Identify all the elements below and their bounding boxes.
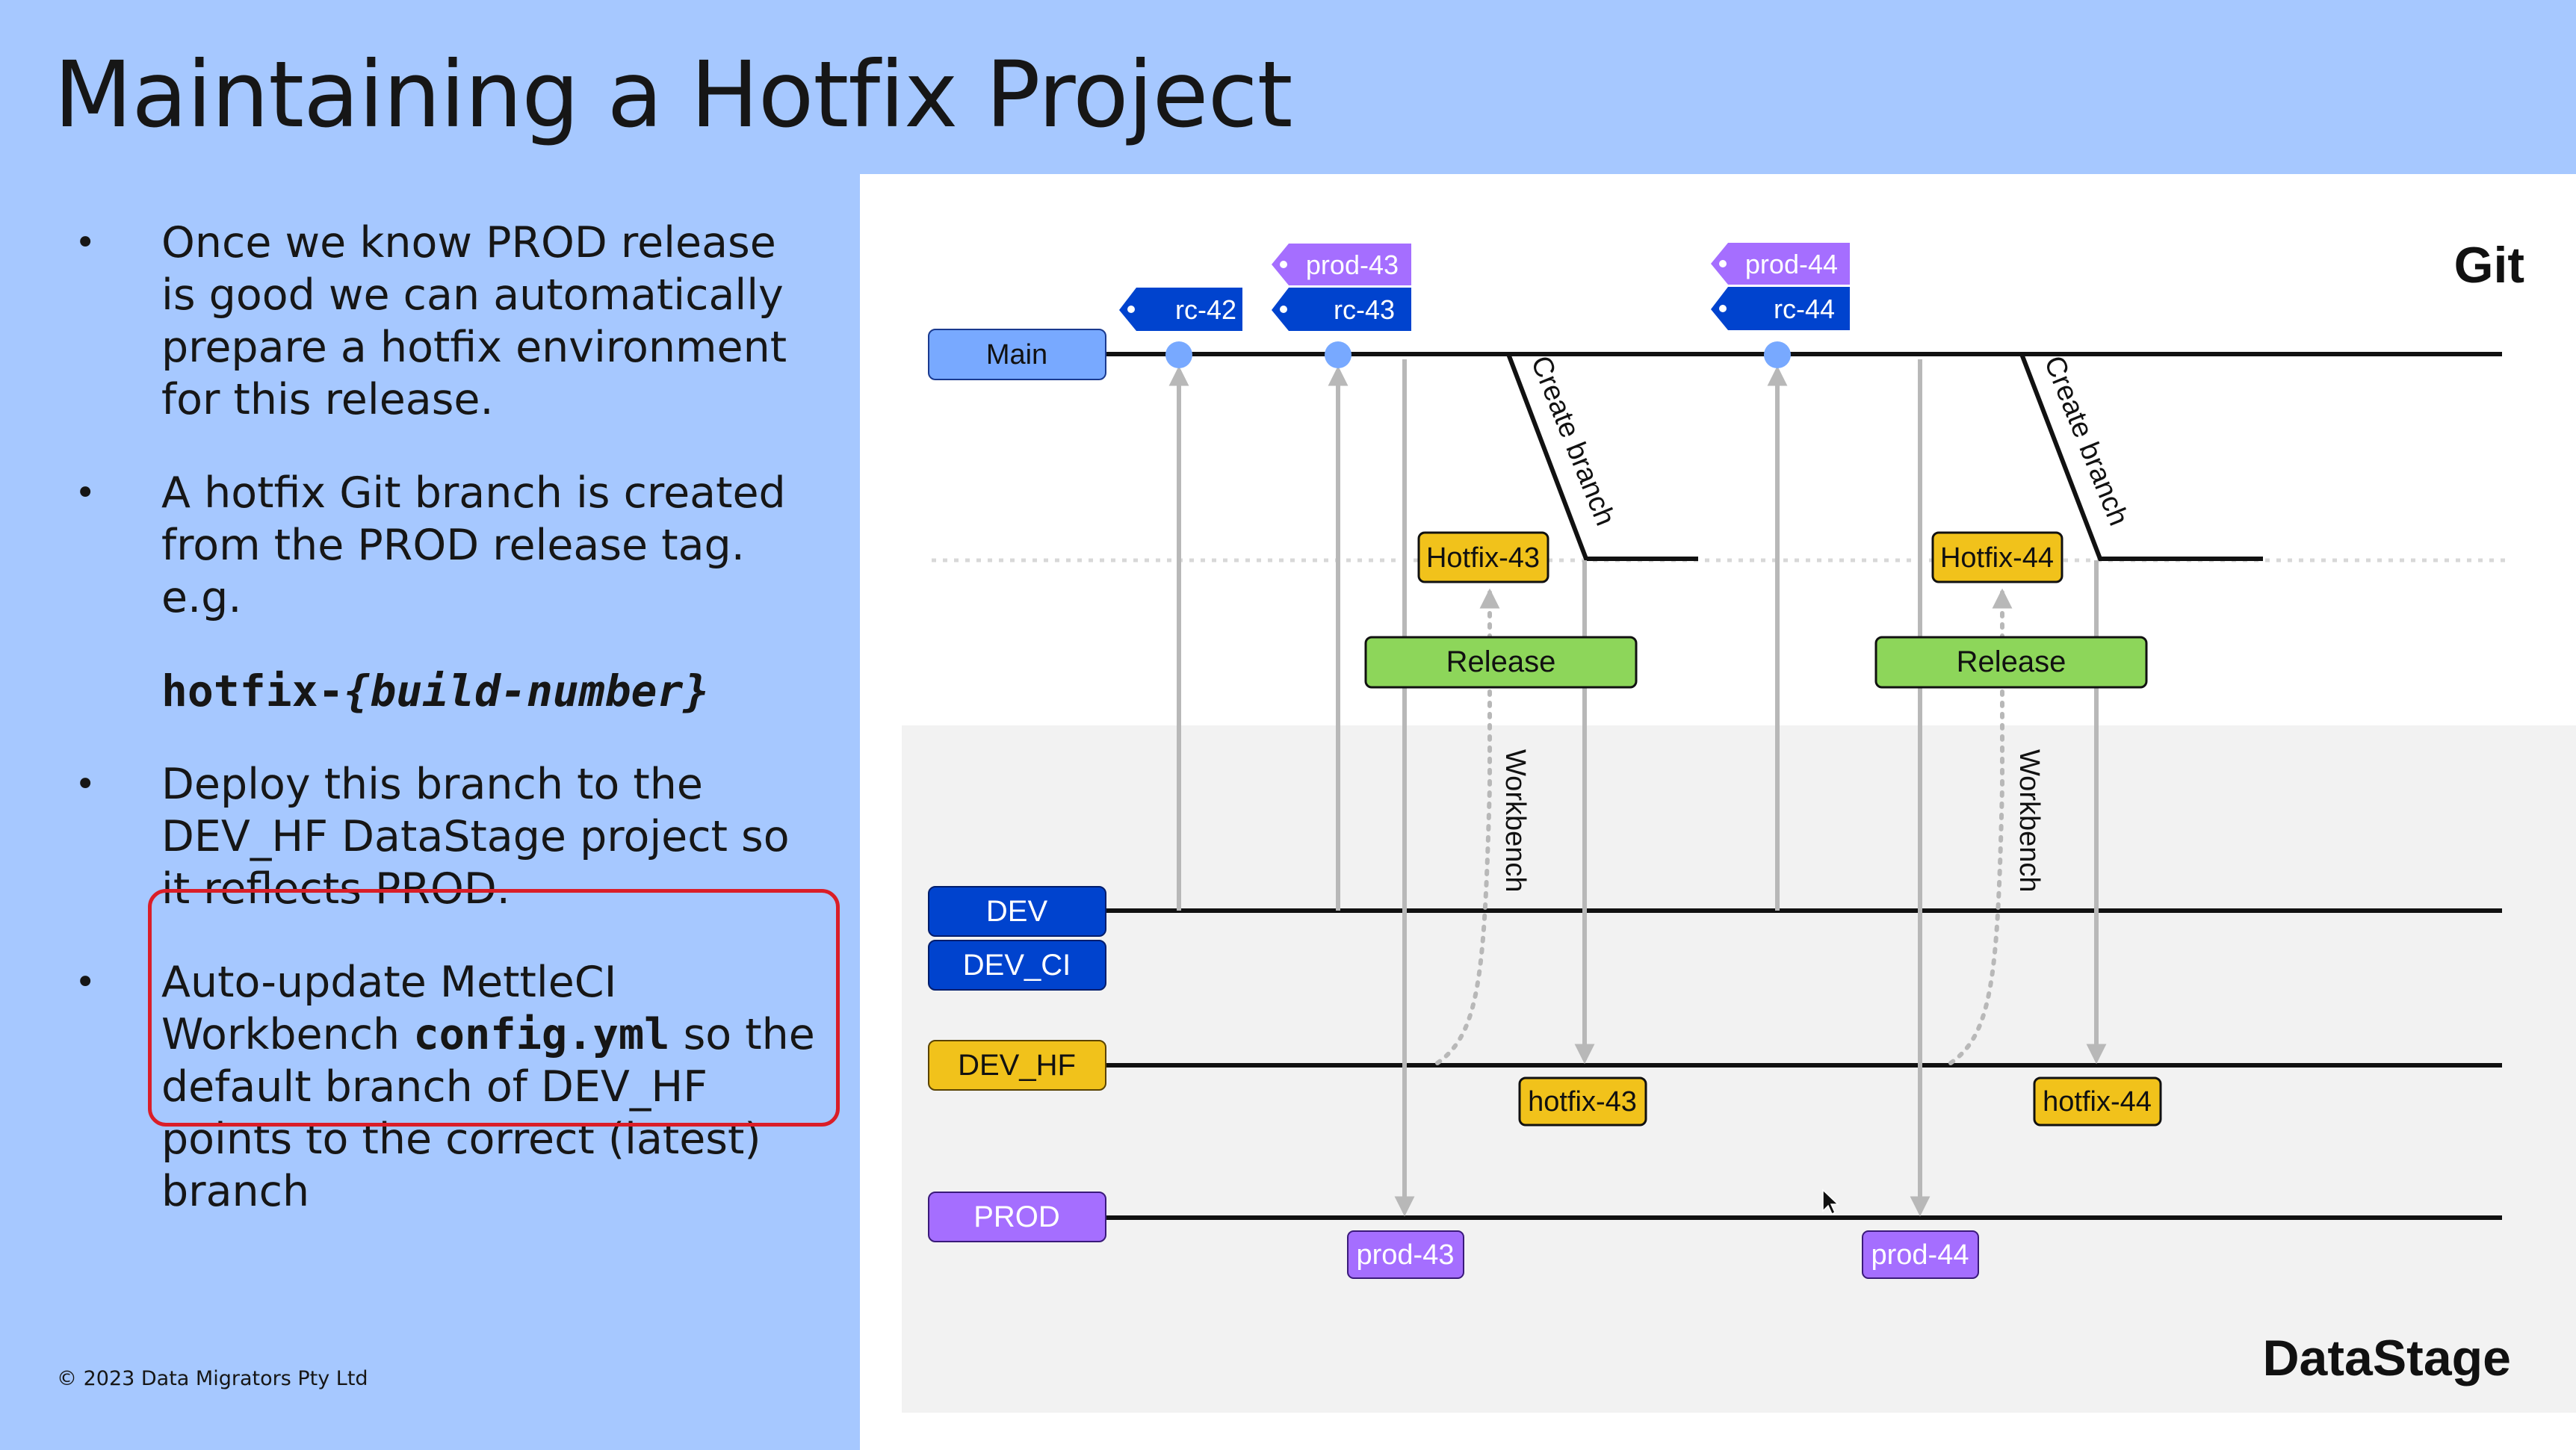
commit-dot-rc43 [1325, 341, 1352, 368]
datastage-panel [902, 725, 2576, 1413]
highlight-box [148, 889, 840, 1127]
hotfix-branch-44: Hotfix-44 [1931, 531, 2063, 583]
svg-text:DEV_CI: DEV_CI [963, 949, 1071, 982]
tag-rc-42: rc-42 [1119, 288, 1242, 331]
prod-deploy-label-44: prod-44 [1862, 1230, 1979, 1279]
workbench-label: Workbench [2013, 749, 2045, 893]
prod-deploy-label-43: prod-43 [1347, 1230, 1464, 1279]
hotfix-deploy-label-44: hotfix-44 [2033, 1076, 2162, 1127]
tag-prod-43: prod-43 [1272, 244, 1411, 285]
bullet-dot-icon: • [75, 222, 96, 264]
git-datastage-diagram: Create branch Create branch Workbench Wo… [860, 174, 2576, 1450]
svg-text:rc-42: rc-42 [1175, 294, 1236, 325]
branch-name-example: hotfix-{build-number} [75, 665, 822, 717]
bullet-text: Deploy this branch to the DEV_HF DataSta… [161, 760, 790, 914]
svg-text:Release: Release [1957, 645, 2066, 678]
release-box-43: Release [1364, 636, 1638, 689]
lane-label-prod: PROD [928, 1192, 1106, 1242]
bullet-list: • Once we know PROD release is good we c… [75, 217, 822, 1259]
svg-text:prod-44: prod-44 [1745, 249, 1838, 279]
create-branch-line-44 [2019, 353, 2263, 561]
code-param: {build-number} [344, 666, 710, 716]
release-box-44: Release [1874, 636, 2148, 689]
svg-text:Main: Main [986, 339, 1047, 371]
mouse-cursor-icon [1822, 1189, 1839, 1215]
tag-rc-44: rc-44 [1711, 287, 1850, 330]
tag-prod-44: prod-44 [1711, 243, 1850, 285]
bullet-dot-icon: • [75, 763, 96, 805]
svg-text:prod-44: prod-44 [1871, 1239, 1969, 1271]
bullet-dot-icon: • [75, 961, 96, 1003]
create-branch-line-43 [1506, 353, 1698, 561]
copyright: © 2023 Data Migrators Pty Ltd [57, 1367, 368, 1390]
hotfix-deploy-label-43: hotfix-43 [1518, 1076, 1647, 1127]
hotfix-branch-43: Hotfix-43 [1417, 531, 1549, 583]
bullet-item: • Deploy this branch to the DEV_HF DataS… [75, 758, 822, 915]
bullet-item: • Once we know PROD release is good we c… [75, 217, 822, 426]
svg-text:Release: Release [1446, 645, 1556, 678]
svg-text:PROD: PROD [973, 1200, 1060, 1233]
lane-label-dev: DEV [928, 886, 1106, 937]
svg-text:Hotfix-43: Hotfix-43 [1426, 542, 1540, 574]
slide-title: Maintaining a Hotfix Project [54, 42, 1292, 148]
svg-text:DEV: DEV [986, 895, 1048, 928]
svg-text:prod-43: prod-43 [1357, 1239, 1455, 1271]
bullet-text-pre: Auto-update MettleCI Workbench [161, 958, 617, 1059]
datastage-label: DataStage [2262, 1330, 2511, 1387]
bullet-text: Once we know PROD release is good we can… [161, 218, 787, 424]
svg-text:DEV_HF: DEV_HF [958, 1049, 1076, 1082]
svg-text:prod-43: prod-43 [1306, 250, 1399, 280]
bullet-code: config.yml [413, 1010, 670, 1059]
workbench-label: Workbench [1499, 749, 1531, 893]
svg-text:Hotfix-44: Hotfix-44 [1940, 542, 2054, 574]
git-label: Git [2454, 237, 2524, 294]
tag-rc-43: rc-43 [1272, 288, 1411, 331]
workbench-arrow-43 [1435, 588, 1500, 1065]
lane-label-dev-ci: DEV_CI [928, 940, 1106, 991]
svg-text:hotfix-44: hotfix-44 [2043, 1086, 2152, 1118]
commit-dot-rc42 [1165, 341, 1192, 368]
commit-dot-rc44 [1764, 341, 1791, 368]
bullet-dot-icon: • [75, 472, 96, 514]
svg-text:rc-43: rc-43 [1334, 294, 1395, 325]
workbench-arrow-44 [1948, 588, 2013, 1065]
code-prefix: hotfix- [161, 666, 344, 716]
svg-text:hotfix-43: hotfix-43 [1528, 1086, 1637, 1118]
bullet-text: A hotfix Git branch is created from the … [161, 468, 786, 622]
lane-label-dev-hf: DEV_HF [928, 1040, 1106, 1091]
lane-label-main: Main [928, 329, 1106, 380]
bullet-item: • A hotfix Git branch is created from th… [75, 467, 822, 624]
svg-text:rc-44: rc-44 [1774, 294, 1835, 324]
